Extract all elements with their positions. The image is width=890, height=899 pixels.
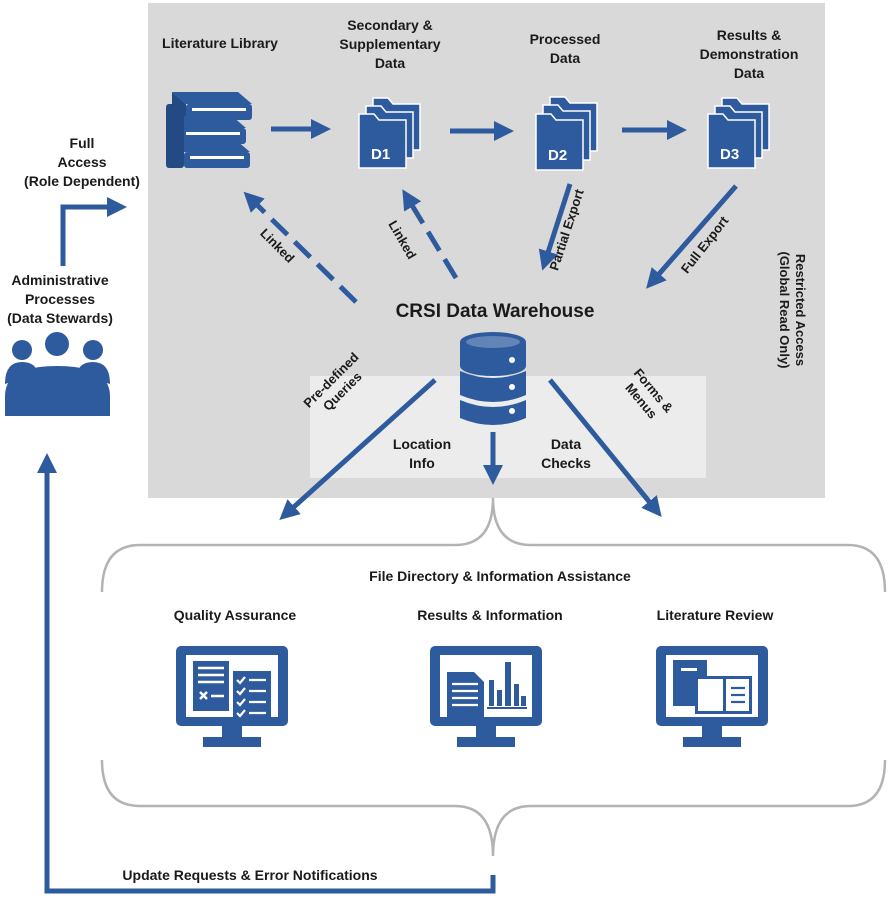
people-group-icon (5, 332, 110, 416)
secondary-data-label: Secondary & Supplementary Data (339, 17, 441, 71)
results-information-label: Results & Information (417, 607, 563, 623)
data-checks-label: Data Checks (541, 436, 591, 471)
folder-label-d3: D3 (720, 146, 739, 163)
books-icon (166, 92, 252, 168)
monitor-report-icon (430, 646, 542, 747)
full-access-label: Full Access (Role Dependent) (24, 135, 140, 189)
folder-stack-icon (358, 96, 770, 171)
folder-label-d1: D1 (371, 146, 390, 163)
literature-library-label: Literature Library (162, 35, 278, 51)
database-icon (460, 332, 526, 425)
quality-assurance-label: Quality Assurance (173, 607, 297, 623)
assistance-title: File Directory & Information Assistance (369, 568, 631, 584)
admin-label: Administrative Processes (Data Stewards) (7, 272, 113, 326)
monitor-checklist-icon (176, 646, 288, 747)
brace-top (100, 497, 887, 593)
literature-review-label: Literature Review (656, 607, 774, 623)
processed-data-label: Processed Data (529, 31, 601, 66)
folder-label-d2: D2 (548, 147, 567, 164)
location-info-label: Location Info (392, 436, 452, 471)
brace-bottom (100, 759, 887, 857)
update-requests-label: Update Requests & Error Notifications (122, 867, 378, 883)
results-data-label: Results & Demonstration Data (699, 27, 799, 81)
monitor-document-icon (656, 646, 768, 747)
warehouse-title: CRSI Data Warehouse (395, 301, 595, 322)
restricted-access-label: Restricted Access (Global Read Only) (777, 251, 808, 369)
